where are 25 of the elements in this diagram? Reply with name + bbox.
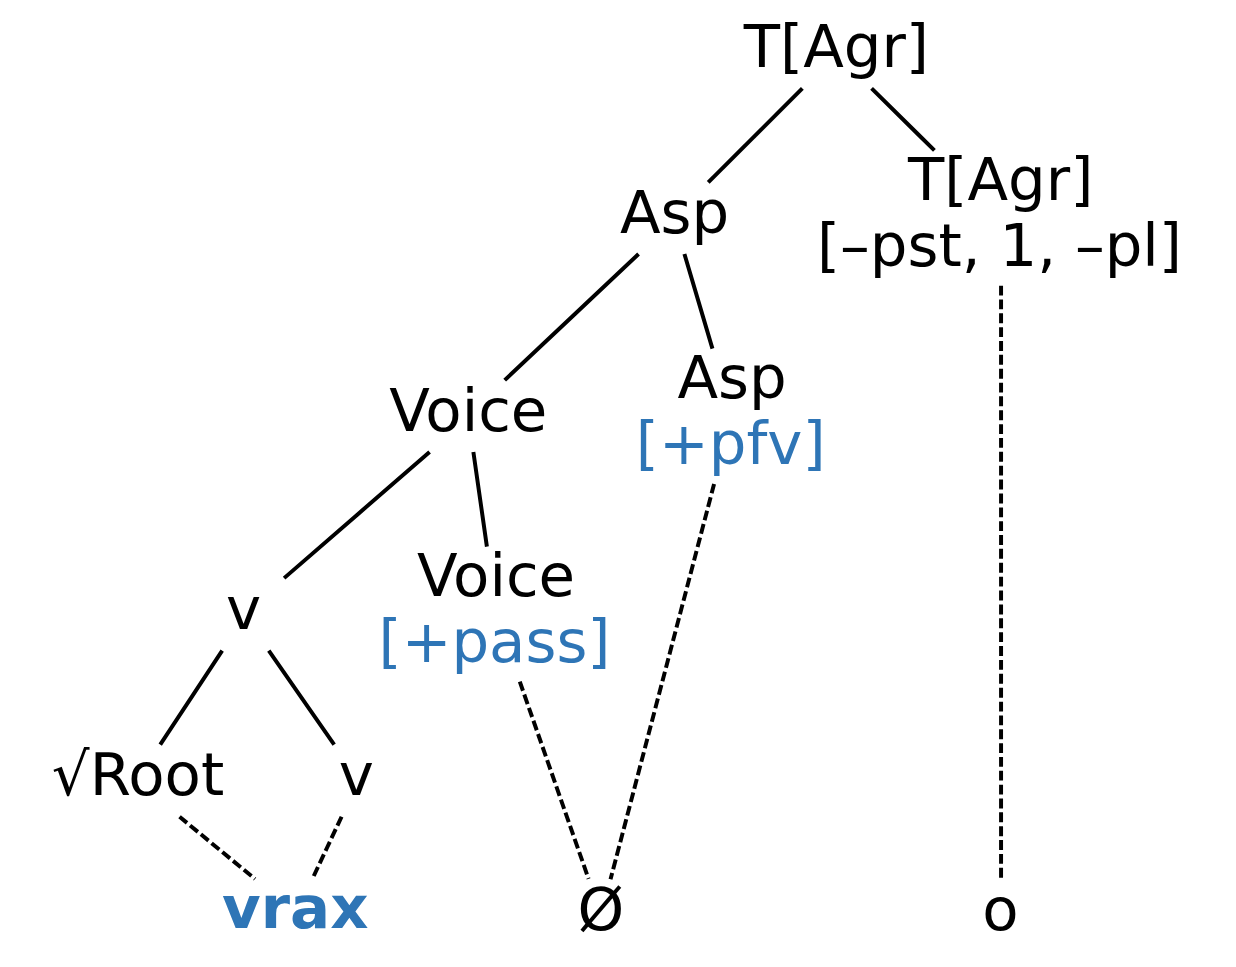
node-text: Voice [+pass] <box>377 541 610 676</box>
connector <box>158 649 224 746</box>
node-text: T[Agr] <box>743 11 929 81</box>
connector <box>266 649 336 746</box>
connector <box>517 681 590 880</box>
connector <box>282 450 431 580</box>
connector <box>470 451 489 547</box>
node-text: v <box>225 574 261 643</box>
node-text: Asp [+pfv] <box>635 343 826 478</box>
node-text: Ø <box>576 874 624 944</box>
node-text: T[Agr] [–pst, 1, –pl] <box>816 145 1182 280</box>
connector <box>177 815 256 881</box>
node-text: vrax <box>221 872 368 942</box>
node-text: Asp <box>619 178 729 248</box>
connector <box>502 252 640 382</box>
connector <box>706 86 804 184</box>
connector <box>869 86 936 152</box>
node-text: √Root <box>51 740 224 810</box>
node-text: v <box>338 740 374 810</box>
connector <box>682 253 714 350</box>
connector <box>608 483 716 880</box>
node-text: Voice <box>388 376 547 446</box>
node-text: o <box>981 874 1019 944</box>
connector <box>310 815 343 880</box>
connector <box>998 285 1003 880</box>
